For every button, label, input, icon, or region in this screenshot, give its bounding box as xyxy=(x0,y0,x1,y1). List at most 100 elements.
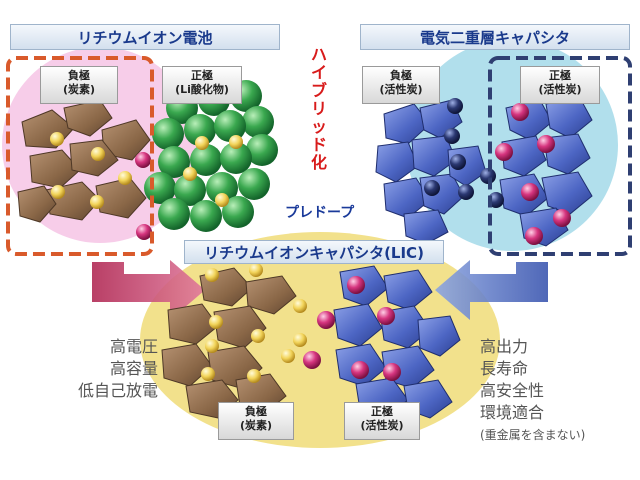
lithium-ion xyxy=(118,171,132,185)
feature-item: 環境適合 xyxy=(480,403,545,422)
lithium-ion xyxy=(249,263,263,277)
hybrid-char: リ xyxy=(310,99,327,118)
oxide-particle xyxy=(158,198,190,230)
activated-carbon xyxy=(417,315,461,357)
label-line: 正極 xyxy=(549,69,571,82)
lithium-ion xyxy=(293,299,307,313)
hybrid-char: イ xyxy=(310,63,327,82)
activated-carbon xyxy=(403,209,449,245)
header-lithium-ion-battery: リチウムイオン電池 xyxy=(10,24,280,50)
oxide-particle xyxy=(238,168,270,200)
label-edlc-negative: 負極 (活性炭) xyxy=(362,66,440,104)
label-edlc-positive: 正極 (活性炭) xyxy=(520,66,600,104)
label-line: 負極 xyxy=(68,69,90,82)
lib-negative-electrode xyxy=(17,99,151,223)
header-lic: リチウムイオンキャパシタ(LIC) xyxy=(184,240,444,264)
feature-item: 高容量 xyxy=(109,359,158,378)
lithium-ion xyxy=(247,369,261,383)
anion xyxy=(135,152,151,168)
anion xyxy=(351,361,369,379)
anion xyxy=(511,103,529,121)
lithium-ion xyxy=(293,333,307,347)
edlc-positive-frame xyxy=(488,56,632,256)
header-edlc: 電気二重層キャパシタ xyxy=(360,24,630,50)
label-line: 負極 xyxy=(390,69,412,82)
label-line: (活性炭) xyxy=(360,419,404,432)
lithium-ion xyxy=(201,367,215,381)
anion xyxy=(525,227,543,245)
lithium-ion xyxy=(205,339,219,353)
oxide-particle xyxy=(190,200,222,232)
lithium-ion xyxy=(195,136,209,150)
activated-carbon xyxy=(333,303,383,347)
features-left: 高電圧 高容量 低自己放電 xyxy=(58,336,158,402)
lithium-ion xyxy=(50,132,64,146)
label-line: (Li酸化物) xyxy=(175,83,229,96)
anion xyxy=(553,209,571,227)
oxide-particle xyxy=(222,196,254,228)
lithium-ion xyxy=(251,329,265,343)
anion xyxy=(424,180,440,196)
oxide-particle xyxy=(174,174,206,206)
carbon-flake xyxy=(245,275,297,315)
anion xyxy=(495,143,513,161)
label-lic-negative: 負極 (炭素) xyxy=(218,402,294,440)
anion xyxy=(303,351,321,369)
lithium-ion xyxy=(209,315,223,329)
anion xyxy=(447,98,463,114)
anion xyxy=(521,183,539,201)
label-line: 正極 xyxy=(191,69,213,82)
feature-item: 高安全性 xyxy=(480,381,545,400)
hybrid-text: ハ イ ブ リ ッ ド 化 xyxy=(308,46,330,172)
lithium-ion xyxy=(91,147,105,161)
feature-item: 高出力 xyxy=(480,337,529,356)
oxide-particle xyxy=(190,144,222,176)
activated-carbon xyxy=(543,133,591,175)
oxide-particle xyxy=(242,106,274,138)
hybrid-arrow-left xyxy=(92,260,205,320)
features-right: 高出力 長寿命 高安全性 環境適合 (重金属を含まない) xyxy=(480,336,585,446)
hybrid-char: 化 xyxy=(310,153,327,172)
carbon-flake xyxy=(161,343,213,387)
carbon-flake xyxy=(17,185,57,223)
label-line: (炭素) xyxy=(239,419,273,432)
activated-carbon xyxy=(411,135,457,177)
predope-text: プレドープ xyxy=(285,205,355,221)
activated-carbon xyxy=(383,103,431,145)
lithium-ion xyxy=(183,167,197,181)
anion xyxy=(317,311,335,329)
hybrid-char: ッ xyxy=(310,117,327,136)
hybrid-arrow-right xyxy=(435,260,548,320)
label-lib-negative: 負極 (炭素) xyxy=(40,66,118,104)
anion xyxy=(136,224,152,240)
hybrid-char: ブ xyxy=(310,81,327,100)
lithium-ion xyxy=(215,193,229,207)
activated-carbon xyxy=(501,135,547,177)
anion xyxy=(444,128,460,144)
lithium-ion xyxy=(51,185,65,199)
oxide-particle xyxy=(152,118,184,150)
label-line: 負極 xyxy=(245,405,267,418)
hybrid-char: ド xyxy=(310,135,327,154)
lithium-ion xyxy=(90,195,104,209)
label-line: (活性炭) xyxy=(379,83,423,96)
anion xyxy=(458,184,474,200)
oxide-particle xyxy=(220,142,252,174)
feature-item: 長寿命 xyxy=(480,359,529,378)
activated-carbon xyxy=(383,269,433,311)
anion xyxy=(377,307,395,325)
lib-negative-frame xyxy=(6,56,154,256)
anion xyxy=(383,363,401,381)
activated-carbon xyxy=(541,171,593,215)
oxide-particle xyxy=(158,146,190,178)
label-line: 正極 xyxy=(371,405,393,418)
lithium-ion xyxy=(229,135,243,149)
feature-item: 高電圧 xyxy=(109,337,158,356)
anion xyxy=(537,135,555,153)
lic-negative-electrode xyxy=(161,263,307,419)
lithium-ion xyxy=(205,268,219,282)
activated-carbon xyxy=(375,141,419,183)
lithium-ion xyxy=(281,349,295,363)
label-lib-positive: 正極 (Li酸化物) xyxy=(162,66,242,104)
